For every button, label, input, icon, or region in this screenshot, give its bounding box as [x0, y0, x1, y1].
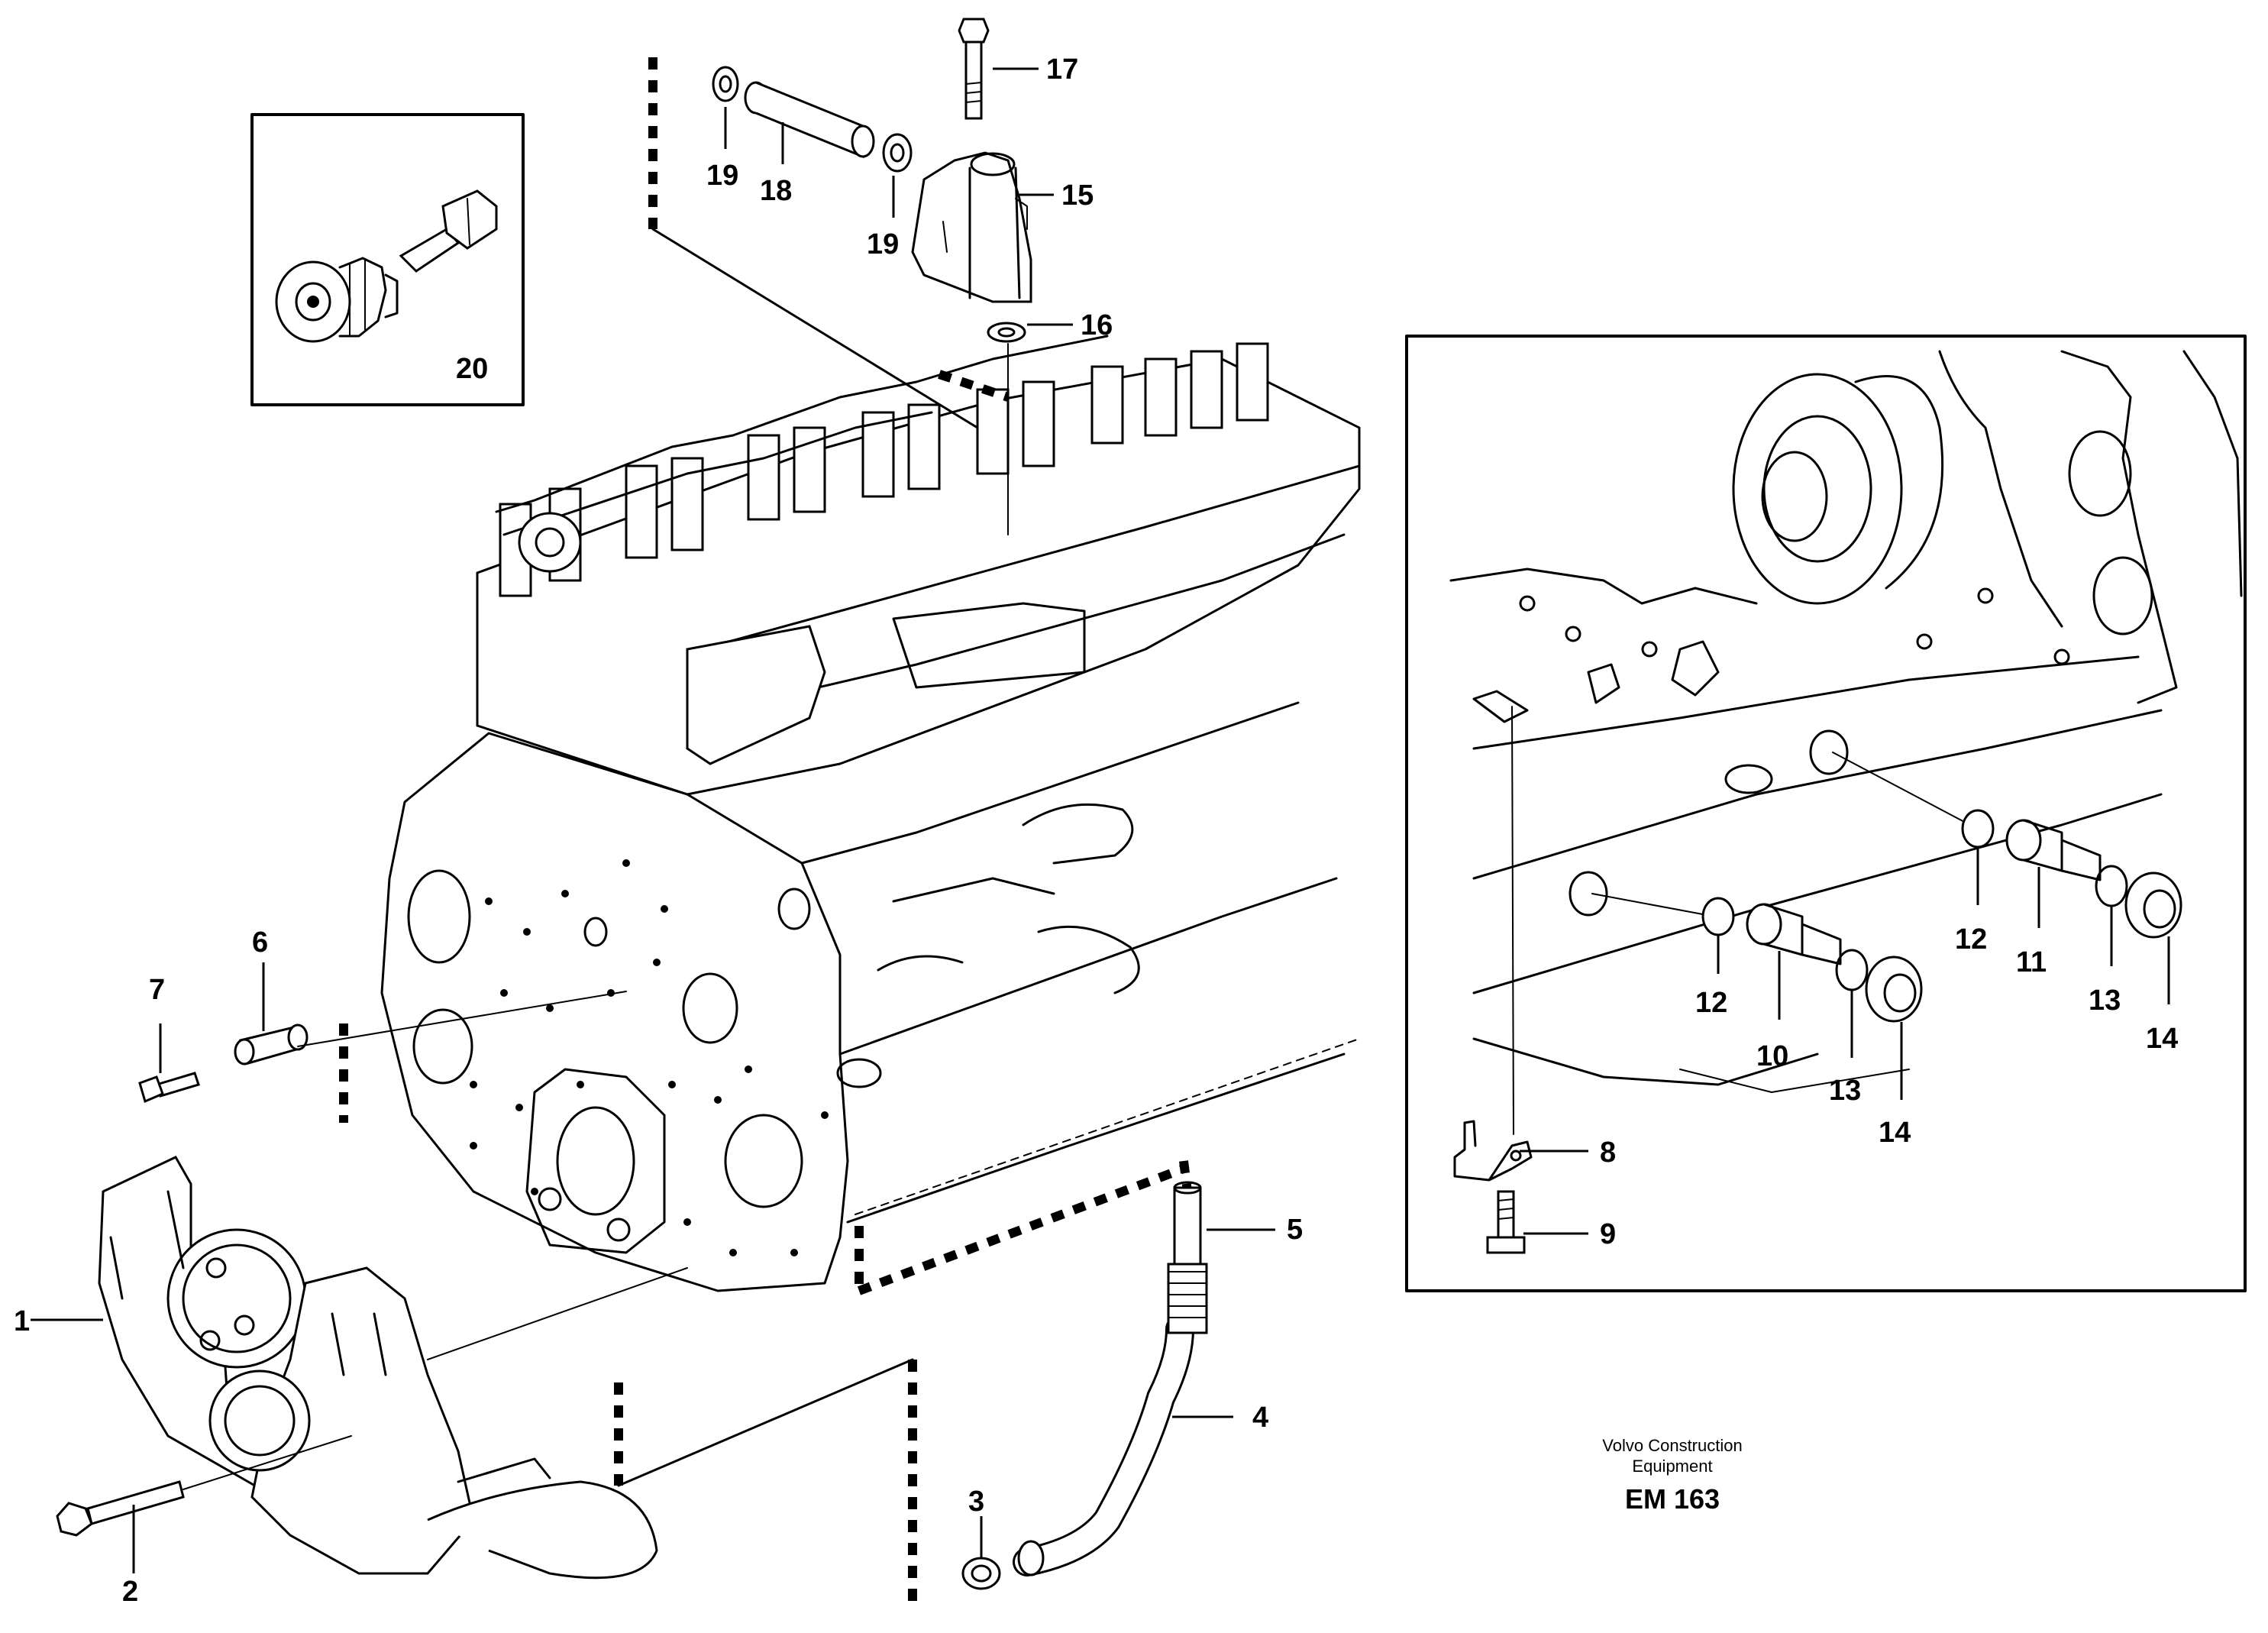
o-ring-13-upper	[2095, 865, 2128, 907]
inset-box-20	[250, 113, 525, 406]
label-part-13-lower: 13	[1829, 1075, 1861, 1107]
label-part-1: 1	[14, 1305, 30, 1337]
label-part-18: 18	[760, 175, 792, 207]
bracket-15	[911, 151, 1032, 303]
bolt-7	[138, 1072, 200, 1104]
label-part-19-left: 19	[706, 160, 738, 192]
timing-plate-holes	[470, 859, 829, 1256]
washer-16	[987, 322, 1026, 343]
inset-box-detail	[1405, 335, 2247, 1292]
label-part-19-right: 19	[867, 228, 899, 260]
bolt-9	[1486, 1190, 1526, 1254]
o-ring-13-lower	[1835, 949, 1869, 991]
plug-14-upper	[2124, 871, 2182, 939]
plug-14-lower	[1865, 956, 1923, 1023]
bracket-8	[1453, 1120, 1533, 1182]
plug-20-drawing	[275, 189, 498, 343]
label-part-5: 5	[1287, 1214, 1303, 1246]
seal-12-lower	[1701, 897, 1735, 936]
label-part-2: 2	[122, 1576, 138, 1608]
nozzle-11	[2005, 819, 2102, 881]
label-part-17: 17	[1046, 53, 1078, 86]
label-part-4: 4	[1252, 1402, 1268, 1434]
nozzle-10	[1746, 903, 1842, 965]
label-part-12-upper: 12	[1955, 923, 1987, 956]
inset-block-drawing	[1449, 350, 2243, 1093]
engine-block-drawing	[380, 335, 1361, 1292]
label-part-14-upper: 14	[2146, 1023, 2178, 1055]
bolt-2	[56, 1480, 185, 1537]
label-part-10: 10	[1756, 1040, 1788, 1072]
oil-pipe-4	[1013, 1314, 1194, 1576]
label-part-14-lower: 14	[1879, 1117, 1911, 1149]
label-part-7: 7	[149, 974, 165, 1006]
fitting-5	[1167, 1181, 1208, 1334]
label-part-3: 3	[968, 1486, 984, 1518]
pipe-18	[712, 66, 913, 173]
label-part-15: 15	[1061, 179, 1094, 212]
label-part-20: 20	[456, 353, 488, 385]
oil-pump-1	[98, 1156, 658, 1580]
seal-12-upper	[1961, 809, 1995, 849]
label-part-6: 6	[252, 926, 268, 959]
diagram-code: EM 163	[1625, 1483, 1720, 1515]
bolt-17	[958, 18, 990, 120]
label-part-9: 9	[1600, 1218, 1616, 1250]
credit-line-1: Volvo Construction	[1602, 1436, 1742, 1455]
label-part-12-lower: 12	[1695, 987, 1727, 1019]
seal-3	[961, 1557, 1001, 1590]
label-part-13-upper: 13	[2089, 985, 2121, 1017]
nozzle-6	[234, 1023, 309, 1065]
label-part-16: 16	[1081, 309, 1113, 341]
label-part-8: 8	[1600, 1137, 1616, 1169]
dashed-group-lines	[339, 57, 1192, 1604]
label-part-11: 11	[2016, 946, 2047, 978]
credit-line-2: Equipment	[1632, 1457, 1712, 1476]
